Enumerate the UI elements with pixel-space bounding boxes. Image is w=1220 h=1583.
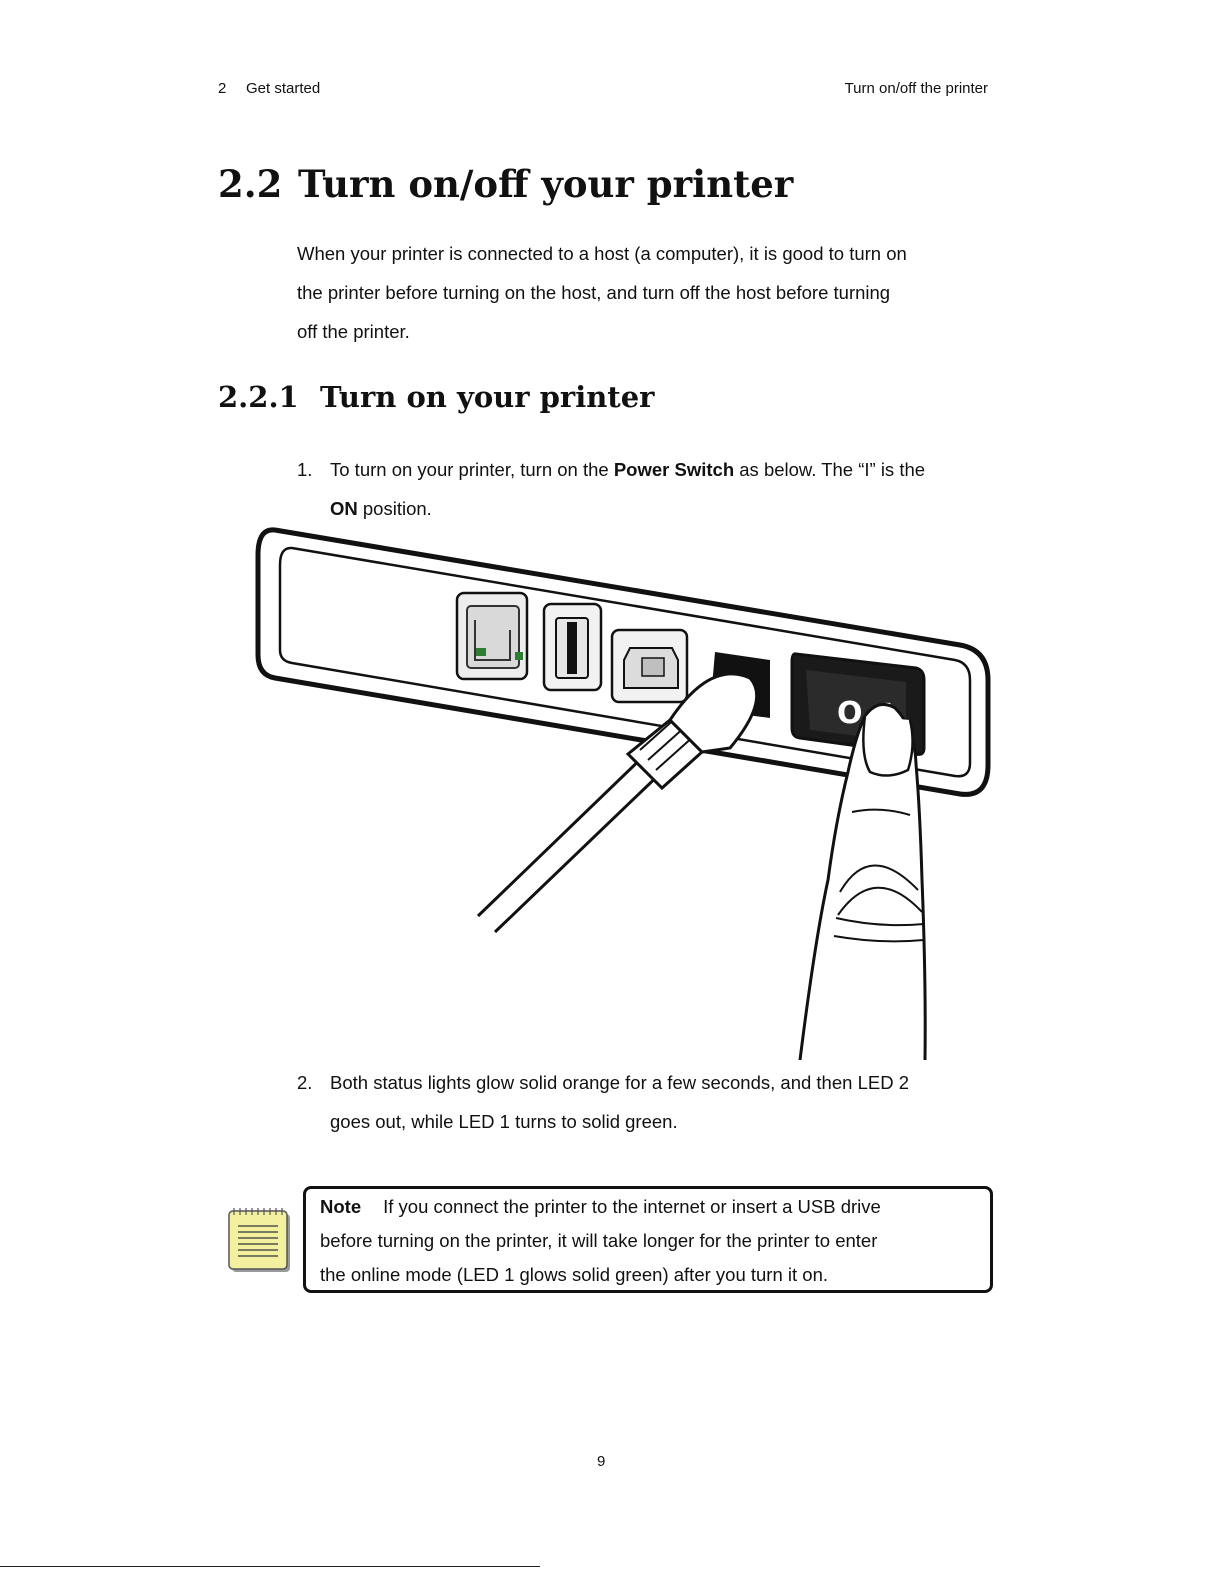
ethernet-port-icon xyxy=(455,591,529,681)
note-text: Note If you connect the printer to the in… xyxy=(320,1190,881,1292)
step-1-line-1: To turn on your printer, turn on the Pow… xyxy=(330,450,925,489)
note-line-3: the online mode (LED 1 glows solid green… xyxy=(320,1264,829,1285)
step-1-text-post: as below. The “I” is the xyxy=(734,459,926,480)
step-2-line-2: goes out, while LED 1 turns to solid gre… xyxy=(330,1111,678,1132)
page-number: 9 xyxy=(597,1453,606,1470)
intro-line: off the printer. xyxy=(297,321,410,342)
note-line-1: Note If you connect the printer to the in… xyxy=(320,1190,881,1224)
step-number: 2. xyxy=(297,1072,313,1093)
on-term: ON xyxy=(330,498,358,519)
step-number: 1. xyxy=(297,459,313,480)
step-2-line-1: Both status lights glow solid orange for… xyxy=(330,1072,909,1093)
section-title: Turn on/off your printer xyxy=(298,162,794,206)
intro-line: the printer before turning on the host, … xyxy=(297,282,891,303)
step-1-text-pre: To turn on your printer, turn on the xyxy=(330,459,614,480)
running-header-chapter-title: Get started xyxy=(246,80,321,97)
section-number: 2.2 xyxy=(218,162,283,206)
note-line-2: before turning on the printer, it will t… xyxy=(320,1230,878,1251)
notepad-icon xyxy=(228,1208,290,1272)
note-box xyxy=(303,1186,993,1293)
subsection-number: 2.2.1 xyxy=(218,380,299,414)
power-switch-illustration: O I xyxy=(255,527,991,1061)
bottom-edge-rule xyxy=(0,1566,540,1567)
running-header-section-title: Turn on/off the printer xyxy=(844,80,988,97)
note-line-1-text: If you connect the printer to the intern… xyxy=(383,1196,881,1217)
finger-icon xyxy=(798,702,927,1061)
intro-line: When your printer is connected to a host… xyxy=(297,243,907,264)
power-switch-term: Power Switch xyxy=(613,459,735,480)
switch-off-symbol: O xyxy=(837,696,863,731)
step-1-line-2-post: position. xyxy=(357,498,432,519)
intro-paragraph: When your printer is connected to a host… xyxy=(297,234,907,351)
note-label: Note xyxy=(320,1196,362,1217)
running-header-chapter-number: 2 xyxy=(218,80,227,97)
power-cable-icon xyxy=(476,672,759,934)
step-2-text: Both status lights glow solid orange for… xyxy=(330,1063,909,1141)
usb-b-port-icon xyxy=(610,628,689,704)
usb-a-port-icon xyxy=(542,602,603,692)
step-1-text: To turn on your printer, turn on the Pow… xyxy=(330,450,925,528)
subsection-title: Turn on your printer xyxy=(320,380,655,414)
step-1-line-2: ON position. xyxy=(330,489,925,528)
